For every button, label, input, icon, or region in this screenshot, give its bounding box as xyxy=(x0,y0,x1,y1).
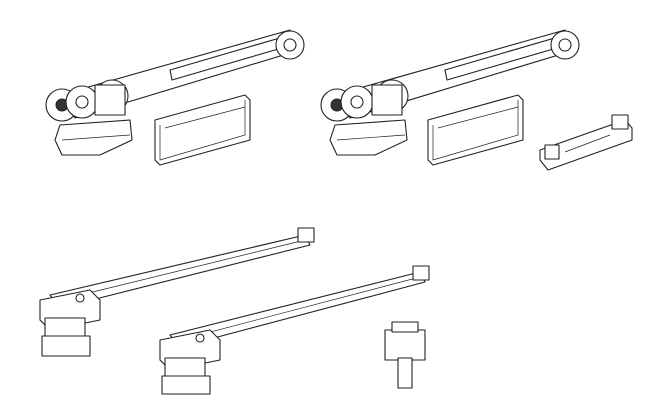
floor-guide-clamp xyxy=(384,321,426,389)
rail-profile-left xyxy=(154,94,251,166)
guide-arm-left xyxy=(39,227,315,357)
rail-profile-right xyxy=(427,94,524,166)
guide-arm-right xyxy=(159,265,430,395)
soft-close-bracket xyxy=(539,114,633,171)
roller-carriage-assembly-right xyxy=(320,29,580,156)
roller-carriage-assembly-left xyxy=(45,29,305,156)
